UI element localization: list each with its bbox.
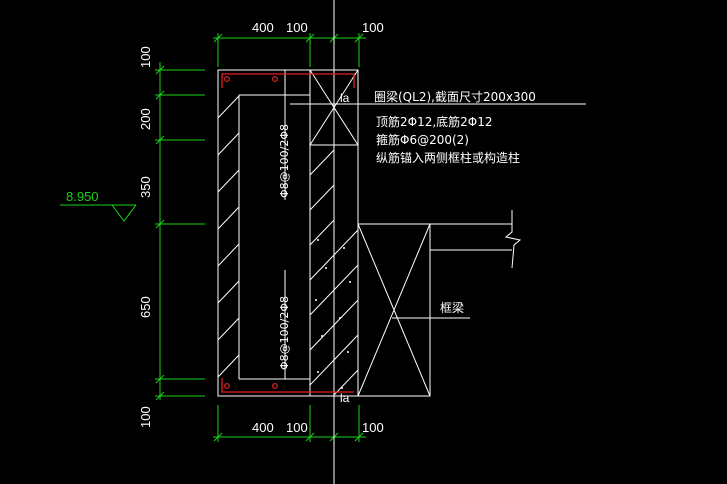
top-dimension-texts: 400 100 100 (252, 20, 384, 35)
la-label-top: la (340, 91, 350, 105)
la-label-bottom: la (340, 391, 350, 405)
left-dimension-texts: 100 200 350 650 100 (138, 46, 153, 428)
concrete-speckle (315, 239, 351, 389)
dim-left-100-bottom: 100 (138, 406, 153, 428)
dim-top-100b: 100 (362, 20, 384, 35)
dimension-lines (60, 33, 366, 442)
frame-beam-label: 框梁 (440, 300, 464, 315)
dim-bottom-100b: 100 (362, 420, 384, 435)
note-stirrups: 箍筋Φ6@200(2) (376, 132, 469, 147)
dim-top-400: 400 (252, 20, 274, 35)
beam-outline (217, 0, 586, 484)
note-anchorage: 纵筋锚入两侧框柱或构造柱 (376, 150, 520, 165)
dim-bottom-100a: 100 (286, 420, 308, 435)
dim-left-650: 650 (138, 296, 153, 318)
note-top-bars: 顶筋2Φ12,底筋2Φ12 (376, 114, 493, 129)
dim-top-100a: 100 (286, 20, 308, 35)
dim-left-200: 200 (138, 108, 153, 130)
dim-left-350: 350 (138, 176, 153, 198)
rebar-dots (224, 75, 279, 390)
rebar-lines (221, 73, 355, 393)
rebar-label-lower: Φ8@100/2Φ8 (278, 296, 291, 370)
elevation-label: 8.950 (66, 189, 99, 204)
rebar-label-upper: Φ8@100/2Φ8 (278, 124, 291, 198)
dim-left-100-top: 100 (138, 46, 153, 68)
note-ring-beam: 圈梁(QL2),截面尺寸200x300 (374, 89, 536, 104)
dim-bottom-400: 400 (252, 420, 274, 435)
bottom-dimension-texts: 400 100 100 (252, 420, 384, 435)
